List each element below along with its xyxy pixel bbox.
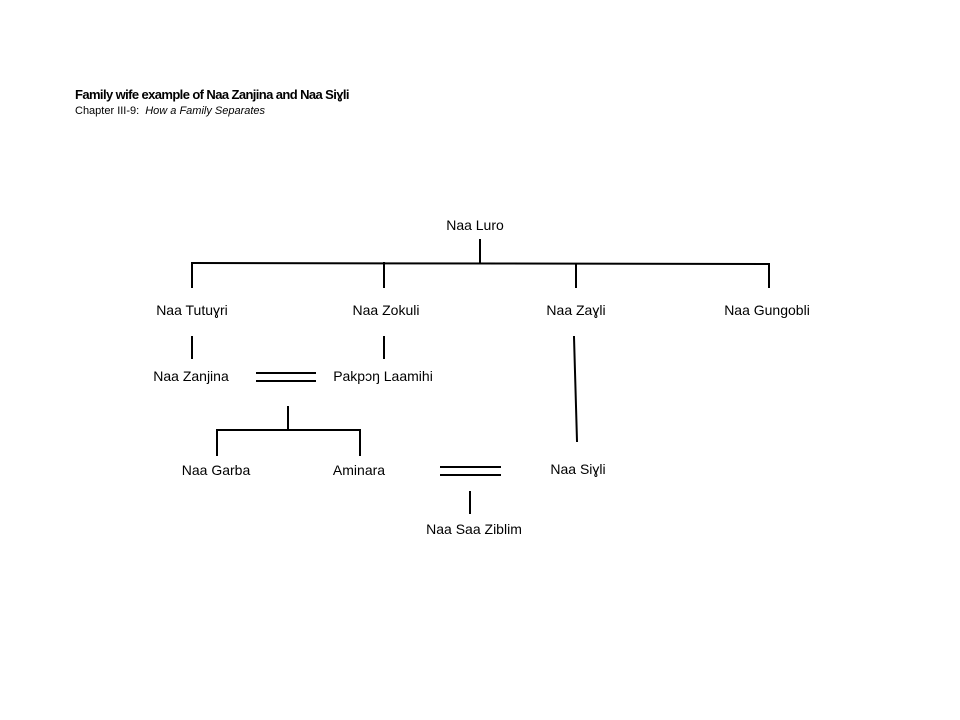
node-naa-tutuyri: Naa Tutuɣri xyxy=(156,302,228,318)
chapter-label: Chapter III-9: xyxy=(75,105,140,117)
zayli-to-siyli xyxy=(572,335,579,443)
node-naa-garba: Naa Garba xyxy=(181,462,251,478)
chapter-title: How a Family Separates xyxy=(145,105,266,117)
node-naa-saa-ziblim: Naa Saa Ziblim xyxy=(426,521,522,537)
node-naa-gungobli: Naa Gungobli xyxy=(724,302,810,318)
node-naa-zayli: Naa Zaɣli xyxy=(546,302,606,318)
node-naa-luro: Naa Luro xyxy=(446,217,504,233)
gen2-bar xyxy=(190,261,771,266)
diagram-subtitle: Chapter III-9: How a Family Separates xyxy=(75,105,265,117)
node-naa-zanjina: Naa Zanjina xyxy=(153,368,229,384)
node-aminara: Aminara xyxy=(332,462,386,478)
node-pakpong-laamihi: Pakpɔŋ Laamihi xyxy=(333,368,433,384)
node-naa-zokuli: Naa Zokuli xyxy=(352,302,420,318)
node-naa-siyli: Naa Siɣli xyxy=(550,461,606,477)
diagram-title: Family wife example of Naa Zanjina and N… xyxy=(75,87,350,102)
